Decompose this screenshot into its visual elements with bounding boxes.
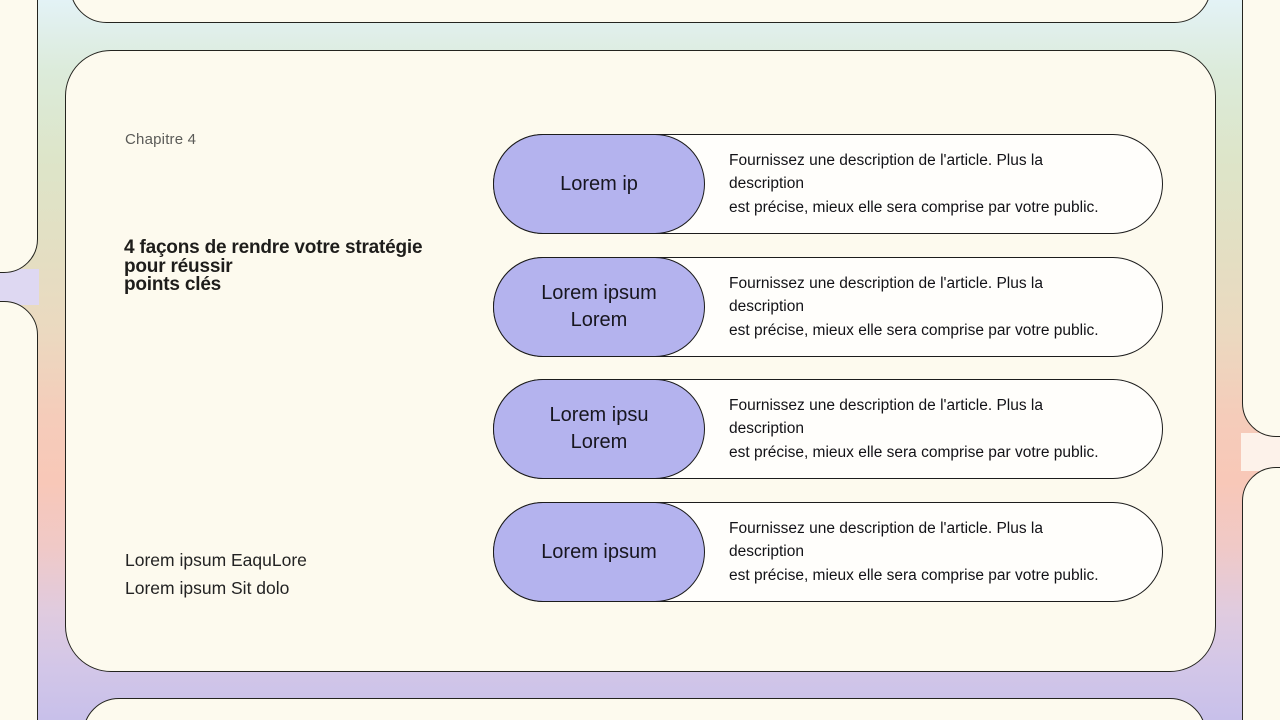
chapter-label: Chapitre 4 <box>125 131 197 148</box>
item-description: Fournissez une description de l'article.… <box>729 502 1121 602</box>
footer-line: Lorem ipsum Sit dolo <box>125 578 290 598</box>
footer-lorem-text: Lorem ipsum EaquLore Lorem ipsum Sit dol… <box>125 546 307 602</box>
left-notch-gap <box>0 269 39 305</box>
footer-line: Lorem ipsum EaquLore <box>125 550 307 570</box>
pill-label-line: Lorem ipsu <box>549 404 649 426</box>
description-line: Fournissez une description de l'article.… <box>729 519 1043 561</box>
description-line: est précise, mieux elle sera comprise pa… <box>729 198 1099 216</box>
list-item: Lorem ipsum Lorem Fournissez une descrip… <box>493 257 1163 357</box>
description-line: est précise, mieux elle sera comprise pa… <box>729 566 1099 584</box>
slide-title-line: 4 façons de rendre votre stratégie <box>124 237 423 258</box>
key-points-list: Lorem ip Fournissez une description de l… <box>493 134 1163 604</box>
main-slide-card: Chapitre 4 4 façons de rendre votre stra… <box>65 50 1216 672</box>
description-line: est précise, mieux elle sera comprise pa… <box>729 443 1099 461</box>
description-line: Fournissez une description de l'article.… <box>729 396 1043 438</box>
right-notch-gap <box>1241 433 1280 471</box>
item-pill: Lorem ipsu Lorem <box>493 379 705 479</box>
item-pill: Lorem ip <box>493 134 705 234</box>
slide-title-line: points clés <box>124 274 222 295</box>
adjacent-card-left-top <box>0 0 38 273</box>
adjacent-card-right-top <box>1242 0 1280 437</box>
description-line: est précise, mieux elle sera comprise pa… <box>729 321 1099 339</box>
list-item: Lorem ip Fournissez une description de l… <box>493 134 1163 234</box>
pill-label-line: Lorem ipsum <box>541 540 657 563</box>
item-pill: Lorem ipsum <box>493 502 705 602</box>
pill-label-line: Lorem <box>570 431 628 453</box>
pill-label-line: Lorem ip <box>560 172 638 195</box>
adjacent-card-top <box>70 0 1211 23</box>
adjacent-card-bottom <box>83 698 1206 720</box>
item-description: Fournissez une description de l'article.… <box>729 257 1121 357</box>
slide-title-line: pour réussir <box>124 255 233 277</box>
adjacent-card-right-bottom <box>1242 467 1280 720</box>
pill-label-line: Lorem ipsum <box>541 282 657 304</box>
item-pill: Lorem ipsum Lorem <box>493 257 705 357</box>
slide-title: 4 façons de rendre votre stratégie pour … <box>124 237 423 295</box>
item-description: Fournissez une description de l'article.… <box>729 379 1121 479</box>
list-item: Lorem ipsu Lorem Fournissez une descript… <box>493 379 1163 479</box>
item-description: Fournissez une description de l'article.… <box>729 134 1121 234</box>
adjacent-card-left-bottom <box>0 301 38 720</box>
list-item: Lorem ipsum Fournissez une description d… <box>493 502 1163 602</box>
description-line: Fournissez une description de l'article.… <box>729 151 1043 193</box>
description-line: Fournissez une description de l'article.… <box>729 274 1043 316</box>
pill-label-line: Lorem <box>570 309 628 331</box>
